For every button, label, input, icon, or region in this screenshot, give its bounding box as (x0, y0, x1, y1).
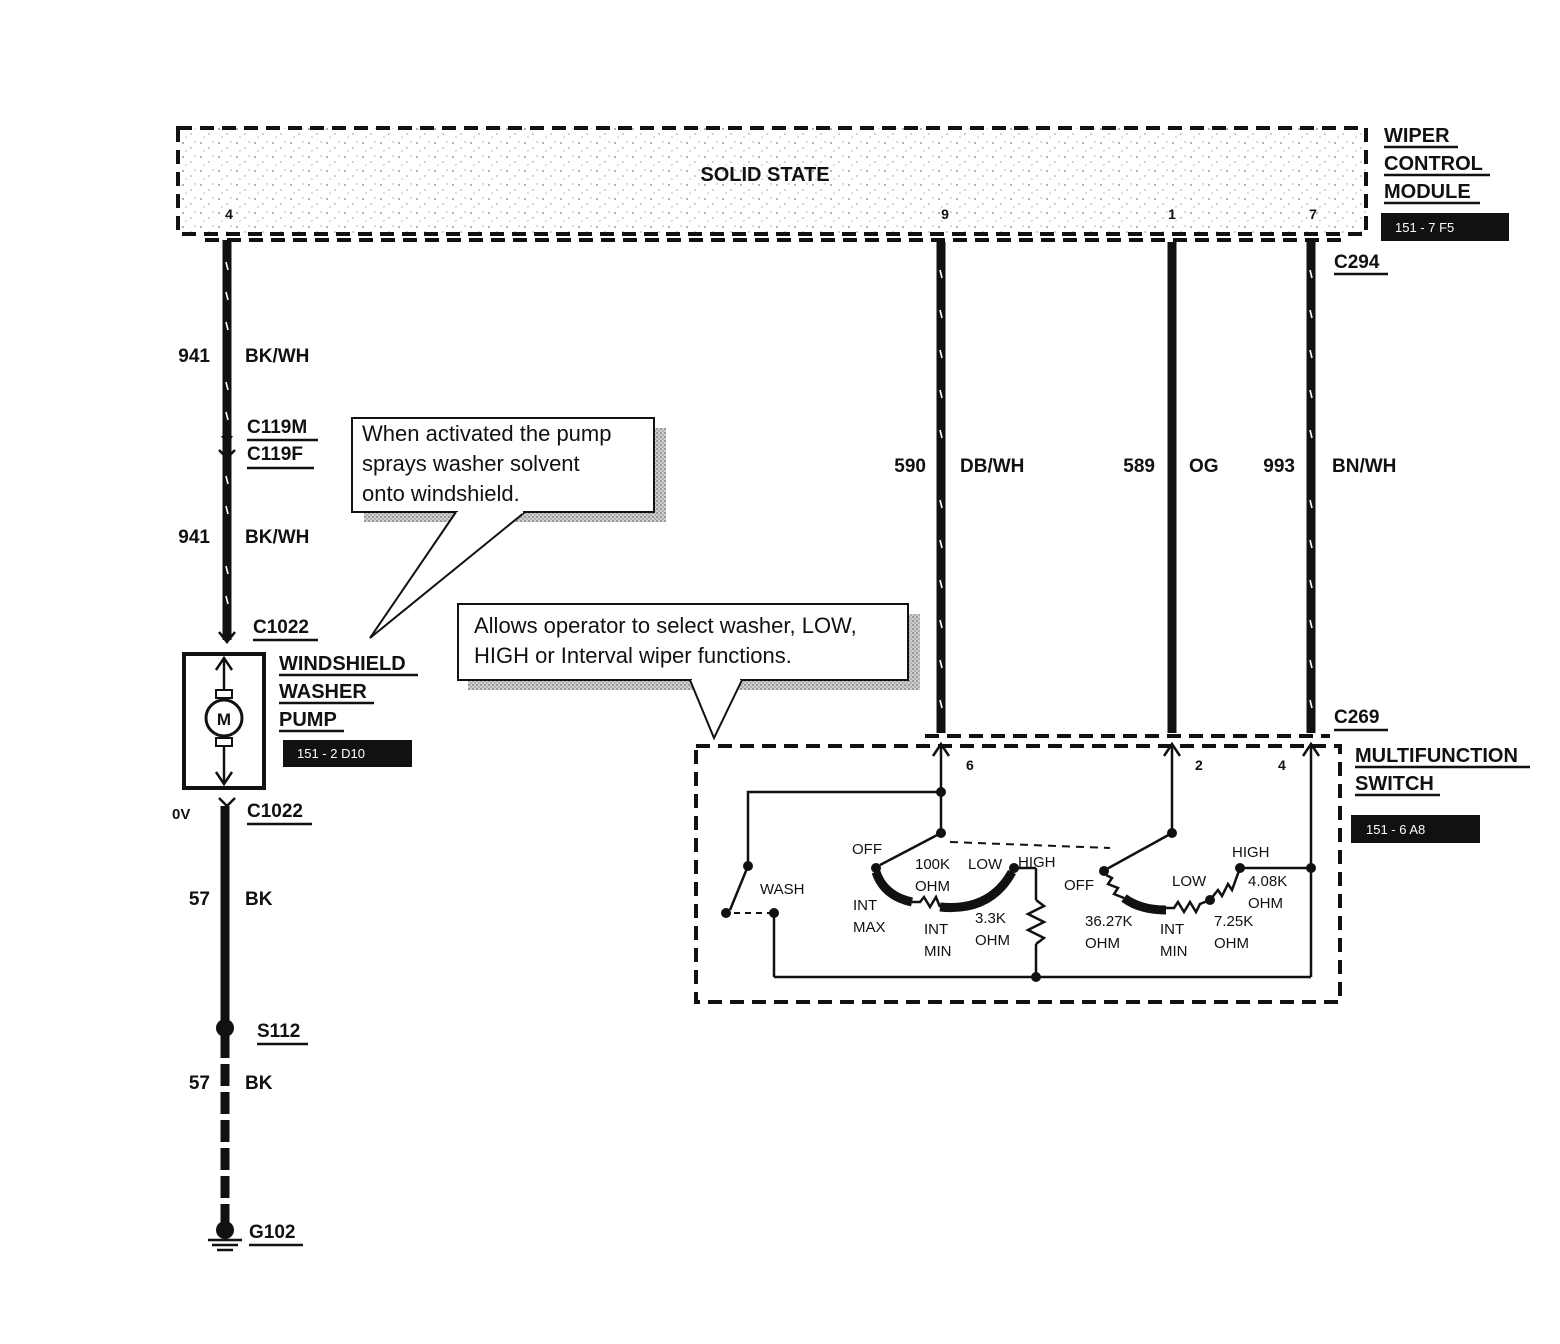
connector-c269: C269 (1334, 707, 1379, 728)
wash-label: WASH (760, 881, 804, 898)
left-r2-unit: OHM (975, 932, 1010, 949)
pump-ref-badge (283, 740, 412, 767)
module-pin-1: 1 (1168, 206, 1176, 222)
left-high: HIGH (1018, 854, 1056, 871)
switch-title-line-1: MULTIFUNCTION (1355, 745, 1518, 767)
right-off: OFF (1064, 877, 1094, 894)
connector-c119m: C119M (247, 417, 307, 438)
left-r1-unit: OHM (915, 878, 950, 895)
connector-c119-arrow (221, 436, 233, 446)
splice-s112-dot (216, 1019, 234, 1037)
wire-57-circuit-1: 57 (189, 889, 210, 910)
right-r1-value: 36.27K (1085, 913, 1133, 930)
connector-c1022-bottom: C1022 (247, 801, 303, 822)
ground-icon (208, 1221, 242, 1252)
wire-589-color: OG (1189, 456, 1219, 477)
motor-symbol: M (217, 710, 231, 729)
switch-callout: Allows operator to select washer, LOW, H… (457, 603, 920, 741)
switch-pin-4: 4 (1278, 757, 1286, 773)
connector-c119f: C119F (247, 444, 303, 465)
wire-589-circuit: 589 (1123, 456, 1155, 477)
pump-note-line-2: sprays washer solvent (362, 451, 580, 476)
wiper-control-module: SOLID STATE 4 9 1 7 WIPER CONTROL MODULE… (176, 125, 1509, 276)
wire-590-color: DB/WH (960, 456, 1024, 477)
right-r1-unit: OHM (1085, 935, 1120, 952)
pump-title-line-2: WASHER (279, 681, 367, 703)
module-outline (176, 126, 1368, 236)
module-pin-9: 9 (941, 206, 949, 222)
ground-g102: G102 (249, 1222, 295, 1243)
right-r3-unit: OHM (1248, 895, 1283, 912)
wire-941-color-1: BK/WH (245, 346, 309, 367)
wire-941-circuit-2: 941 (178, 527, 210, 548)
left-r2-value: 3.3K (975, 910, 1006, 927)
right-r3-value: 4.08K (1248, 873, 1287, 890)
switch-internal-wiring (728, 746, 1313, 979)
multifunction-switch: MULTIFUNCTION SWITCH 151 - 6 A8 6 2 4 (694, 741, 1530, 1004)
wire-941-color-2: BK/WH (245, 527, 309, 548)
wire-590-circuit: 590 (894, 456, 926, 477)
pump-title-line-3: PUMP (279, 709, 337, 731)
pump-note-line-1: When activated the pump (362, 421, 611, 446)
module-ref-badge (1381, 213, 1509, 241)
left-int-max-2: MAX (853, 919, 886, 936)
left-off: OFF (852, 841, 882, 858)
wire-57-circuit-2: 57 (189, 1073, 210, 1094)
left-int-min-1: INT (924, 921, 948, 938)
splice-s112: S112 (257, 1021, 300, 1042)
right-low: LOW (1172, 873, 1207, 890)
right-int-min-2: MIN (1160, 943, 1188, 960)
wire-57-color-2: BK (245, 1073, 273, 1094)
pump-callout: When activated the pump sprays washer so… (351, 417, 666, 639)
pump-note-line-3: onto windshield. (362, 481, 520, 506)
right-r2-unit: OHM (1214, 935, 1249, 952)
module-pin-4: 4 (225, 206, 233, 222)
motor-icon (204, 698, 244, 738)
right-int-min-1: INT (1160, 921, 1184, 938)
switch-note-line-2: HIGH or Interval wiper functions. (474, 643, 792, 668)
pump-ref: 151 - 2 D10 (297, 746, 365, 761)
right-contact-bank: OFF 36.27K OHM LOW INT MIN 7.25K OHM HIG… (1064, 844, 1287, 960)
module-title-line-2: CONTROL (1384, 153, 1483, 175)
switch-pin-2: 2 (1195, 757, 1203, 773)
wire-993-color: BN/WH (1332, 456, 1396, 477)
left-low: LOW (968, 856, 1003, 873)
switch-note-line-1: Allows operator to select washer, LOW, (474, 613, 857, 638)
wire-941-ticks (225, 261, 229, 605)
switch-ref: 151 - 6 A8 (1366, 822, 1425, 837)
wire-941-circuit-1: 941 (178, 346, 210, 367)
module-pin-7: 7 (1309, 206, 1317, 222)
wire-993-circuit: 993 (1263, 456, 1295, 477)
switch-ref-badge (1351, 815, 1480, 843)
left-circuit: 941 BK/WH C119M C119F 941 BK/WH C1022 M … (172, 240, 418, 1252)
right-wires: 590 DB/WH 589 OG 993 BN/WH C269 (894, 242, 1396, 738)
left-r1-value: 100K (915, 856, 950, 873)
left-contact-bank: OFF INT MAX 100K OHM LOW HIGH INT MIN 3.… (852, 841, 1056, 960)
left-int-max-1: INT (853, 897, 877, 914)
switch-outline (694, 744, 1342, 1004)
voltage-reading: 0V (172, 806, 190, 823)
pump-box (182, 652, 266, 790)
right-r2-value: 7.25K (1214, 913, 1253, 930)
right-high: HIGH (1232, 844, 1270, 861)
left-int-min-2: MIN (924, 943, 952, 960)
module-body-label: SOLID STATE (700, 164, 829, 186)
wire-57-color-1: BK (245, 889, 273, 910)
washer-pump: M WINDSHIELD WASHER PUMP 151 - 2 D10 (182, 631, 418, 790)
pump-title-line-1: WINDSHIELD (279, 653, 406, 675)
switch-title-line-2: SWITCH (1355, 773, 1434, 795)
connector-c1022-top: C1022 (253, 617, 309, 638)
module-title-line-3: MODULE (1384, 181, 1471, 203)
switch-pin-6: 6 (966, 757, 974, 773)
module-title-line-1: WIPER (1384, 125, 1450, 147)
connector-c294: C294 (1334, 252, 1380, 273)
module-ref: 151 - 7 F5 (1395, 220, 1454, 235)
